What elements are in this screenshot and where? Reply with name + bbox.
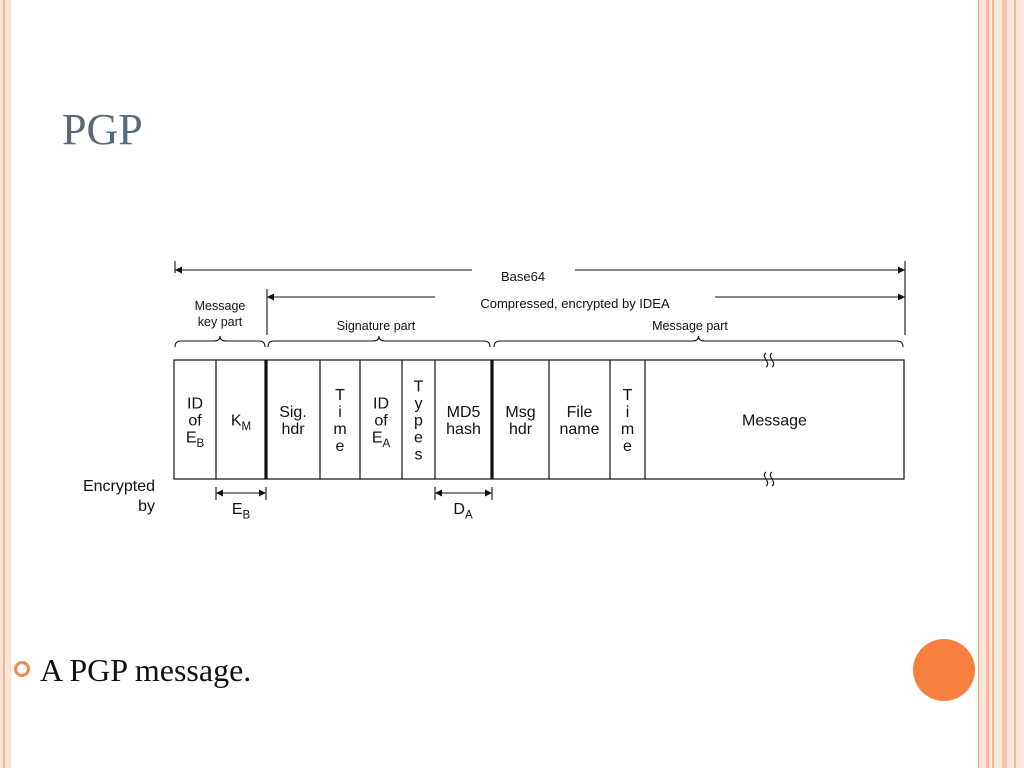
field-file-name-label-line: name (559, 421, 599, 438)
slide-title: PGP (62, 105, 143, 154)
field-types-label-line: p (414, 413, 423, 430)
field-types-label-line: y (415, 396, 423, 413)
encrypted-by-label-1: Encrypted (83, 478, 155, 495)
right-rail-stripe-5 (1014, 0, 1016, 768)
compressed-arrow-left-head (267, 293, 274, 301)
right-rail-stripe-1 (978, 0, 979, 768)
field-sig-hdr-label-line: Sig. (279, 404, 307, 421)
bullet-icon (14, 661, 30, 677)
base64-label: Base64 (501, 269, 545, 284)
message-key-part-label-2: key part (198, 315, 243, 329)
decorative-orange-circle (913, 639, 975, 701)
compressed-label: Compressed, encrypted by IDEA (480, 296, 670, 311)
field-time-msg-label-line: i (626, 404, 630, 421)
right-rail-stripe-2 (986, 0, 989, 768)
field-time-msg-label-line: e (623, 438, 632, 455)
right-rail-stripe-4 (1002, 0, 1007, 768)
field-md5-hash-label-line: MD5 (447, 404, 481, 421)
field-file-name-label-line: File (567, 404, 593, 421)
signature-part-label: Signature part (337, 319, 416, 333)
da-range-left-head (435, 489, 442, 497)
compressed-arrow-right-head (898, 293, 905, 301)
brace-message-key-part (174, 335, 266, 348)
field-id-eb-label-line: ID (187, 396, 203, 413)
brace-message-part (493, 335, 904, 348)
field-types-label-line: s (415, 447, 423, 464)
right-rail-stripe-3 (992, 0, 994, 768)
field-types-label-line: e (414, 430, 423, 447)
field-msg-hdr-label-line: Msg (505, 404, 535, 421)
field-message-label-line: Message (742, 413, 807, 430)
field-id-ea-label-line: of (374, 413, 388, 430)
field-id-eb-label-line: of (188, 413, 202, 430)
field-time-sig-label-line: e (336, 438, 345, 455)
field-msg-hdr-label-line: hdr (509, 421, 533, 438)
da-range-label: DA (453, 501, 473, 521)
field-time-sig-label-line: m (333, 421, 346, 438)
break-mark-bottom (763, 471, 775, 487)
base64-arrow-left-head (175, 266, 182, 274)
field-id-ea-label-line: ID (373, 396, 389, 413)
field-time-msg-label-line: m (621, 421, 634, 438)
slide-caption: A PGP message. (40, 652, 252, 688)
left-decorative-rail (0, 0, 11, 768)
field-id-ea-label-line: EA (372, 430, 391, 450)
eb-range-label: EB (232, 501, 251, 521)
field-md5-hash-label-line: hash (446, 421, 481, 438)
brace-signature-part (267, 335, 491, 348)
field-time-msg-label-line: T (623, 387, 633, 404)
message-part-label: Message part (652, 319, 728, 333)
field-time-sig-label-line: T (335, 387, 345, 404)
field-km-label-line: KM (231, 413, 251, 433)
base64-arrow-right-head (898, 266, 905, 274)
eb-range-right-head (259, 489, 266, 497)
left-rail-stripe (3, 0, 5, 768)
break-mark-top (763, 352, 775, 368)
da-range-right-head (485, 489, 492, 497)
field-id-eb-label-line: EB (186, 430, 205, 450)
field-types-label-line: T (414, 379, 424, 396)
field-sig-hdr-label-line: hdr (281, 421, 305, 438)
message-key-part-label-1: Message (195, 299, 246, 313)
encrypted-by-label-2: by (138, 498, 155, 515)
right-decorative-rail (978, 0, 1024, 768)
fields-outline (173, 359, 905, 480)
eb-range-left-head (216, 489, 223, 497)
field-time-sig-label-line: i (338, 404, 342, 421)
